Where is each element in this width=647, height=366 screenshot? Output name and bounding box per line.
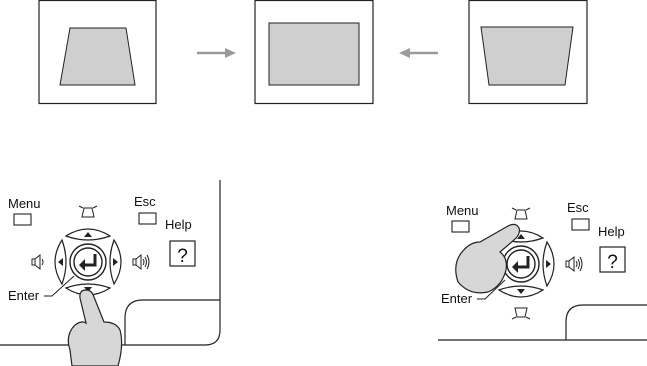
esc-button[interactable]	[138, 212, 157, 225]
enter-label: Enter	[441, 291, 473, 306]
speaker-high-icon	[132, 253, 150, 271]
down-arrow-icon	[517, 289, 525, 294]
direction-pad	[31, 205, 150, 296]
keystone-up-icon	[78, 205, 98, 218]
help-label: Help	[165, 217, 192, 232]
help-button[interactable]	[169, 240, 196, 267]
arrow-right-icon	[197, 48, 236, 58]
help-key-label: ?	[177, 246, 188, 267]
hand-pointer-icon	[455, 223, 521, 294]
speaker-low-icon	[31, 253, 44, 271]
keystone-frame-corrected	[254, 0, 374, 105]
esc-label: Esc	[134, 194, 156, 209]
help-label: Help	[598, 224, 625, 239]
right-arrow-icon	[113, 258, 118, 266]
help-button[interactable]	[599, 246, 626, 273]
speaker-high-icon	[565, 255, 583, 273]
down-arrow-icon	[84, 287, 92, 292]
up-arrow-icon	[84, 232, 92, 237]
keystone-frame-after	[468, 0, 588, 105]
esc-label: Esc	[567, 200, 589, 215]
up-arrow-icon	[517, 234, 525, 239]
screen-trapezoid-wide-top	[480, 26, 574, 86]
keystone-down-icon	[511, 307, 531, 320]
menu-label: Menu	[8, 196, 41, 211]
enter-icon	[516, 256, 530, 269]
hand-pointer-icon	[67, 289, 123, 366]
screen-rectangle	[268, 22, 360, 86]
esc-button[interactable]	[571, 218, 590, 231]
menu-button[interactable]	[13, 213, 32, 226]
control-panel-right: Menu Esc Help ?	[438, 200, 647, 341]
enter-label: Enter	[8, 288, 40, 303]
right-arrow-icon	[546, 260, 551, 268]
help-key-label: ?	[607, 252, 618, 273]
screen-trapezoid-wide-bottom	[59, 27, 136, 86]
control-panel-left: Menu Esc Help ?	[0, 180, 221, 366]
left-arrow-icon	[58, 258, 63, 266]
arrow-left-icon	[399, 48, 438, 58]
keystone-frame-before	[38, 0, 157, 105]
menu-label: Menu	[446, 203, 479, 218]
enter-icon	[83, 254, 97, 267]
menu-button[interactable]	[451, 220, 470, 233]
keystone-up-icon	[511, 207, 531, 220]
